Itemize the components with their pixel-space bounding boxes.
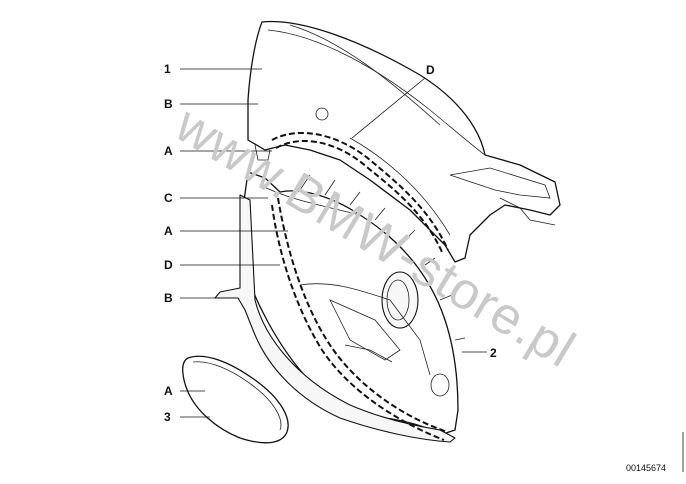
door-seam-dashed-outer [271, 204, 445, 441]
callout-d-top: D [426, 63, 435, 77]
upper-trim-panel [247, 20, 561, 263]
door-seam-dashed [277, 197, 449, 433]
callout-labels: 1 B A C A D B A 3 D 2 [164, 62, 497, 424]
callout-d-left: D [164, 258, 173, 272]
callout-1: 1 [164, 62, 171, 76]
callout-a-lower: A [164, 384, 173, 398]
callout-2: 2 [490, 346, 497, 360]
leader-d-top [351, 77, 426, 139]
upper-seam-dashed [271, 132, 449, 251]
main-door-panel [239, 171, 466, 436]
callout-3: 3 [164, 410, 171, 424]
callout-c: C [164, 191, 173, 205]
callout-b-upper: B [164, 97, 173, 111]
callout-a-middle: A [164, 224, 173, 238]
callout-a-upper: A [164, 144, 173, 158]
lower-trim-panel [214, 194, 456, 443]
leader-lines [180, 68, 487, 418]
reference-number: 00145674 [626, 463, 666, 473]
speaker-cover [182, 355, 289, 444]
upper-seam-dashed-inner [275, 140, 443, 253]
callout-b-lower: B [164, 291, 173, 305]
